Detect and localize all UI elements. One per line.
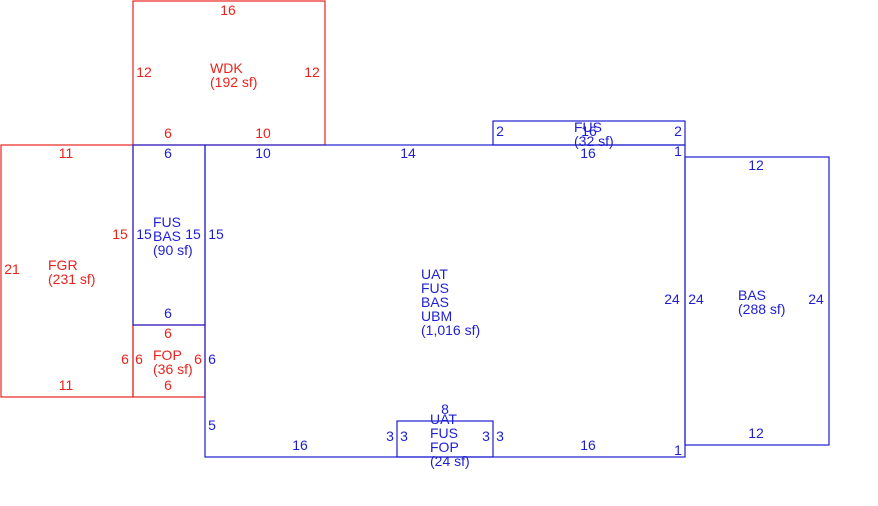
- dim-main-left-upper: 15: [208, 226, 224, 242]
- fus-bas-area: (90 sf): [153, 242, 193, 258]
- fus-bas-code-2: BAS: [153, 228, 181, 244]
- dim-bump-right-b: 3: [496, 428, 504, 444]
- dim-bump-left-b: 3: [400, 428, 408, 444]
- dim-fgr-left: 21: [4, 261, 20, 277]
- fgr-area: (231 sf): [48, 271, 95, 287]
- main-code-2: FUS: [421, 280, 449, 296]
- dim-fus-top-right: 2: [674, 123, 682, 139]
- main-area: (1,016 sf): [421, 322, 480, 338]
- dim-fgr-top: 11: [59, 145, 74, 161]
- dim-fop-left-inner: 6: [135, 351, 143, 367]
- dim-fb-top: 6: [164, 145, 172, 161]
- dim-bas-top: 12: [748, 157, 764, 173]
- dim-main-bottom-a: 16: [292, 437, 308, 453]
- dim-fop-bottom: 6: [164, 377, 172, 393]
- dim-main-left-lower-b: 5: [208, 417, 216, 433]
- bump-code-2: FUS: [430, 425, 458, 441]
- main-code-3: BAS: [421, 294, 449, 310]
- bottom-bump-outline: [396, 420, 494, 458]
- bump-code-3: FOP: [430, 439, 459, 455]
- dim-fop-left-outer: 6: [121, 351, 129, 367]
- dim-main-top-b: 14: [400, 145, 416, 161]
- bump-code-1: UAT: [430, 411, 457, 427]
- dim-wdk-left: 12: [136, 64, 152, 80]
- dim-main-left-lower-a: 6: [208, 351, 216, 367]
- fus-bas-code-1: FUS: [153, 214, 181, 230]
- fgr-code: FGR: [48, 257, 78, 273]
- fop-left-code: FOP: [153, 347, 182, 363]
- wdk-code: WDK: [210, 60, 243, 76]
- bump-area: (24 sf): [430, 453, 470, 469]
- bas-right-area: (288 sf): [738, 301, 785, 317]
- fus-top-outline: [492, 120, 686, 146]
- dim-fop-top: 6: [164, 325, 172, 341]
- dim-fb-left: 15: [136, 226, 152, 242]
- dim-fop-right: 6: [194, 351, 202, 367]
- dim-fgr-right: 15: [112, 226, 128, 242]
- dim-bump-left-a: 3: [386, 428, 394, 444]
- dim-wdk-bottom-b: 10: [255, 125, 271, 141]
- dim-main-right: 24: [664, 291, 680, 307]
- dim-bump-top: 8: [441, 401, 449, 417]
- bas-right-code: BAS: [738, 287, 766, 303]
- dim-fgr-bottom: 11: [59, 377, 74, 393]
- dim-bas-bottom: 12: [748, 425, 764, 441]
- dim-main-bottom-b: 16: [580, 437, 596, 453]
- dim-bas-left: 24: [688, 291, 704, 307]
- dim-main-top-a: 10: [255, 145, 271, 161]
- wdk-area: (192 sf): [210, 74, 257, 90]
- fop-left-area: (36 sf): [153, 361, 193, 377]
- dim-wdk-top: 16: [220, 2, 236, 18]
- dim-bas-right: 24: [808, 291, 824, 307]
- fus-top-code: FUS: [574, 119, 602, 135]
- bas-right-outline: [684, 156, 830, 446]
- dim-main-top-c: 16: [580, 145, 596, 161]
- dim-main-right-bottom: 1: [674, 442, 682, 458]
- dim-fb-bottom: 6: [164, 305, 172, 321]
- main-code-1: UAT: [421, 266, 448, 282]
- dim-fus-top-label: 16: [581, 123, 597, 139]
- fus-top-area: (32 sf): [574, 133, 614, 149]
- dim-main-right-top: 1: [674, 143, 682, 159]
- dim-fus-top-left: 2: [496, 123, 504, 139]
- dim-wdk-bottom-a: 6: [164, 125, 172, 141]
- dim-fb-right: 15: [185, 226, 201, 242]
- dim-wdk-right: 12: [304, 64, 320, 80]
- main-code-4: UBM: [421, 308, 452, 324]
- dim-bump-right-a: 3: [482, 428, 490, 444]
